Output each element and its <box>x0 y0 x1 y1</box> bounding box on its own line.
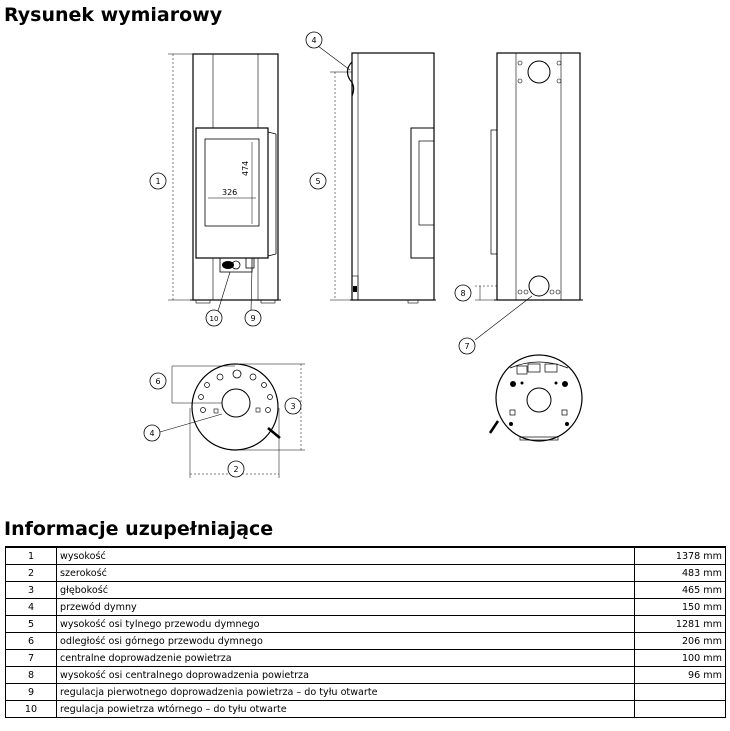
callout-10: 10 <box>205 309 223 327</box>
row-number: 6 <box>5 632 57 650</box>
side-view <box>317 45 436 304</box>
callout-5: 5 <box>309 172 327 190</box>
front-body <box>192 53 279 301</box>
glass-height-label: 474 <box>241 161 250 176</box>
top-view <box>159 363 305 478</box>
back-flue-outlet <box>527 60 551 84</box>
front-glass <box>204 138 260 227</box>
top-flue-circle <box>221 388 251 418</box>
front-view: 326 474 <box>168 53 281 312</box>
dimension-drawing: 326 474 <box>143 31 583 478</box>
row-label: szerokość <box>56 564 635 582</box>
row-value: 1281 mm <box>634 615 726 633</box>
callout-9: 9 <box>244 309 262 327</box>
row-label: centralne doprowadzenie powietrza <box>56 649 635 667</box>
row-value <box>634 683 726 701</box>
row-number: 1 <box>5 546 57 565</box>
callout-7: 7 <box>458 337 476 355</box>
row-value: 483 mm <box>634 564 726 582</box>
side-door <box>410 127 435 259</box>
drawing-title: Rysunek wymiarowy <box>4 4 223 26</box>
row-label: wysokość osi tylnego przewodu dymnego <box>56 615 635 633</box>
row-label: regulacja pierwotnego doprowadzenia powi… <box>56 683 635 701</box>
row-number: 2 <box>5 564 57 582</box>
svg-text:3: 3 <box>290 402 295 411</box>
callout-6: 6 <box>149 372 167 390</box>
svg-text:1: 1 <box>155 177 160 186</box>
svg-text:2: 2 <box>233 465 238 474</box>
row-label: odległość osi górnego przewodu dymnego <box>56 632 635 650</box>
row-number: 10 <box>5 700 57 718</box>
bottom-body-circle <box>495 354 583 442</box>
callout-4-side: 4 <box>305 31 323 49</box>
callout-1: 1 <box>149 172 167 190</box>
row-number: 3 <box>5 581 57 599</box>
info-title: Informacje uzupełniające <box>4 518 274 540</box>
back-body <box>496 52 581 301</box>
row-number: 7 <box>5 649 57 667</box>
row-number: 5 <box>5 615 57 633</box>
row-number: 9 <box>5 683 57 701</box>
svg-text:8: 8 <box>460 289 465 298</box>
callouts: 1 2 3 4 4 5 6 7 <box>143 31 476 478</box>
callout-2: 2 <box>227 460 245 478</box>
side-body <box>351 52 435 301</box>
svg-text:4: 4 <box>149 429 154 438</box>
row-value: 1378 mm <box>634 546 726 565</box>
row-label: regulacja powietrza wtórnego – do tyłu o… <box>56 700 635 718</box>
row-value: 465 mm <box>634 581 726 599</box>
row-value: 96 mm <box>634 666 726 684</box>
row-label: głębokość <box>56 581 635 599</box>
lever-box <box>219 257 253 273</box>
side-flue-outlet <box>346 61 355 97</box>
svg-text:4: 4 <box>311 36 316 45</box>
bottom-view <box>488 354 583 442</box>
back-view <box>474 52 583 341</box>
row-number: 4 <box>5 598 57 616</box>
svg-text:6: 6 <box>155 377 160 386</box>
row-label: wysokość <box>56 546 635 565</box>
svg-text:5: 5 <box>315 177 320 186</box>
back-air-inlet <box>528 275 550 297</box>
callout-8: 8 <box>454 284 472 302</box>
callout-4-top: 4 <box>143 424 161 442</box>
row-value: 150 mm <box>634 598 726 616</box>
callout-3: 3 <box>284 397 302 415</box>
svg-text:7: 7 <box>464 342 469 351</box>
row-number: 8 <box>5 666 57 684</box>
row-value: 100 mm <box>634 649 726 667</box>
bottom-air-inlet-circle <box>526 387 552 413</box>
row-label: wysokość osi centralnego doprowadzenia p… <box>56 666 635 684</box>
glass-width-label: 326 <box>222 188 237 197</box>
row-label: przewód dymny <box>56 598 635 616</box>
row-value: 206 mm <box>634 632 726 650</box>
svg-text:10: 10 <box>210 315 219 323</box>
secondary-air-lever <box>222 261 234 269</box>
top-body-circle <box>191 363 279 451</box>
row-value <box>634 700 726 718</box>
svg-text:9: 9 <box>250 314 255 323</box>
